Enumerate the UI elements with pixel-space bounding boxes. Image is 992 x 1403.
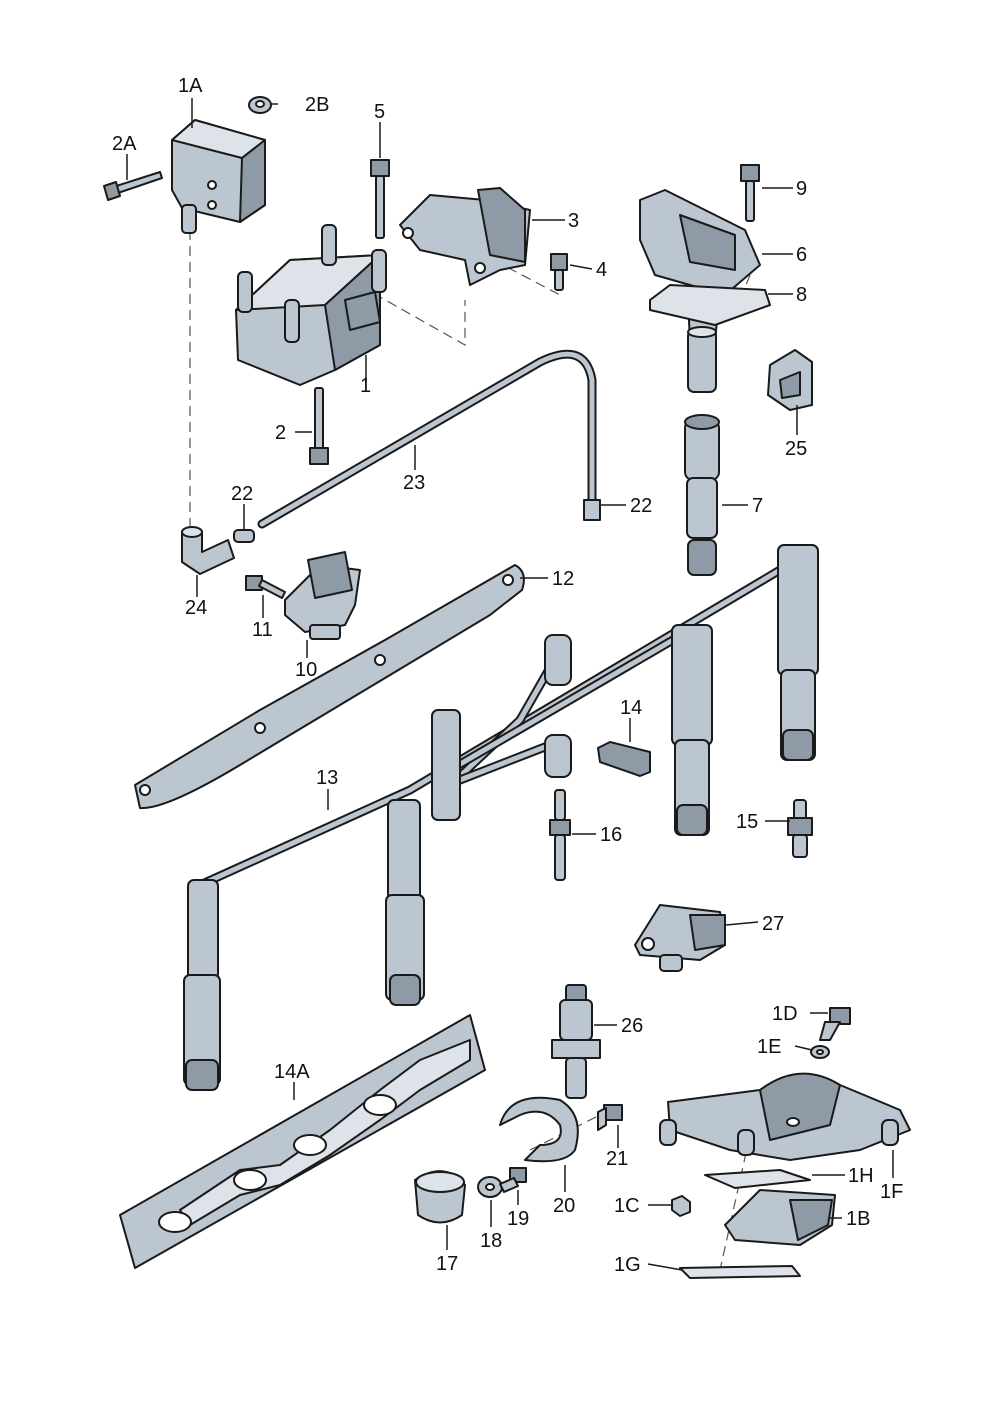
nut-2B[interactable]: [248, 96, 272, 114]
clip-22-right[interactable]: [583, 499, 601, 521]
clamp-20[interactable]: [499, 1096, 579, 1163]
label-12: 12: [552, 568, 574, 590]
label-1B: 1B: [846, 1208, 870, 1230]
label-22-right: 22: [630, 495, 652, 517]
label-18: 18: [480, 1230, 502, 1252]
bolt-2[interactable]: [309, 387, 329, 465]
bracket-1F[interactable]: [659, 1072, 911, 1161]
nut-1C[interactable]: [671, 1195, 691, 1217]
bolt-4[interactable]: [550, 253, 568, 291]
label-2B: 2B: [305, 94, 329, 116]
spark-plug-15[interactable]: [787, 799, 813, 858]
callout-labels: 1A 2B 2A 5 3 9 6 4 8 1 2 25 23 22 22 7 2…: [112, 75, 903, 1276]
ignition-coil-1A[interactable]: [171, 119, 266, 234]
washer-1E[interactable]: [810, 1045, 830, 1059]
sensor-26[interactable]: [551, 984, 601, 1099]
label-16: 16: [600, 824, 622, 846]
label-1F: 1F: [880, 1181, 903, 1203]
hose-23[interactable]: [257, 349, 597, 529]
plug-connector-7[interactable]: [684, 414, 720, 576]
bolt-11[interactable]: [245, 575, 286, 599]
cover-14A[interactable]: [119, 1014, 486, 1269]
gasket-1G[interactable]: [679, 1265, 801, 1279]
label-24: 24: [185, 597, 207, 619]
seal-8[interactable]: [649, 284, 771, 326]
bolt-1D[interactable]: [819, 1007, 851, 1041]
label-14: 14: [620, 697, 642, 719]
bolt-9[interactable]: [740, 164, 760, 222]
leader-lines: [126, 98, 894, 1271]
sensor-27[interactable]: [634, 904, 726, 972]
label-1E: 1E: [757, 1036, 781, 1058]
label-19: 19: [507, 1208, 529, 1230]
label-22-left: 22: [231, 483, 253, 505]
heat-shield-1B[interactable]: [724, 1189, 836, 1246]
label-5: 5: [374, 101, 385, 123]
ignition-coil-1[interactable]: [235, 224, 387, 386]
glow-plug-16[interactable]: [549, 789, 571, 881]
label-15: 15: [736, 811, 758, 833]
label-1: 1: [360, 375, 371, 397]
rail-12[interactable]: [134, 564, 525, 810]
clip-22-left[interactable]: [233, 529, 255, 543]
wire-comb-14[interactable]: [597, 741, 651, 777]
label-26: 26: [621, 1015, 643, 1037]
label-21: 21: [606, 1148, 628, 1170]
wiring-harness-13[interactable]: [183, 544, 819, 1091]
label-13: 13: [316, 767, 338, 789]
label-25: 25: [785, 438, 807, 460]
bracket-17[interactable]: [414, 1170, 466, 1224]
label-20: 20: [553, 1195, 575, 1217]
label-3: 3: [568, 210, 579, 232]
label-11: 11: [252, 619, 273, 641]
label-7: 7: [752, 495, 763, 517]
label-2: 2: [275, 422, 286, 444]
label-27: 27: [762, 913, 784, 935]
label-8: 8: [796, 284, 807, 306]
bolt-2A[interactable]: [103, 171, 163, 201]
label-1G: 1G: [614, 1254, 641, 1276]
clip-25[interactable]: [767, 349, 813, 411]
label-17: 17: [436, 1253, 458, 1275]
label-1C: 1C: [614, 1195, 640, 1217]
sensor-10[interactable]: [284, 551, 361, 640]
label-9: 9: [796, 178, 807, 200]
bolt-21[interactable]: [597, 1104, 623, 1131]
label-1D: 1D: [772, 1003, 798, 1025]
bolt-5[interactable]: [370, 159, 390, 239]
label-10: 10: [295, 659, 317, 681]
heat-shield-1H[interactable]: [704, 1169, 811, 1189]
washer-18[interactable]: [477, 1176, 503, 1198]
bracket-3[interactable]: [399, 187, 531, 286]
label-4: 4: [596, 259, 607, 281]
elbow-24[interactable]: [181, 526, 235, 575]
label-1H: 1H: [848, 1165, 874, 1187]
label-1A: 1A: [178, 75, 203, 97]
label-6: 6: [796, 244, 807, 266]
bolt-19[interactable]: [499, 1167, 527, 1193]
label-23: 23: [403, 472, 425, 494]
label-2A: 2A: [112, 133, 137, 155]
label-14A: 14A: [274, 1061, 310, 1083]
